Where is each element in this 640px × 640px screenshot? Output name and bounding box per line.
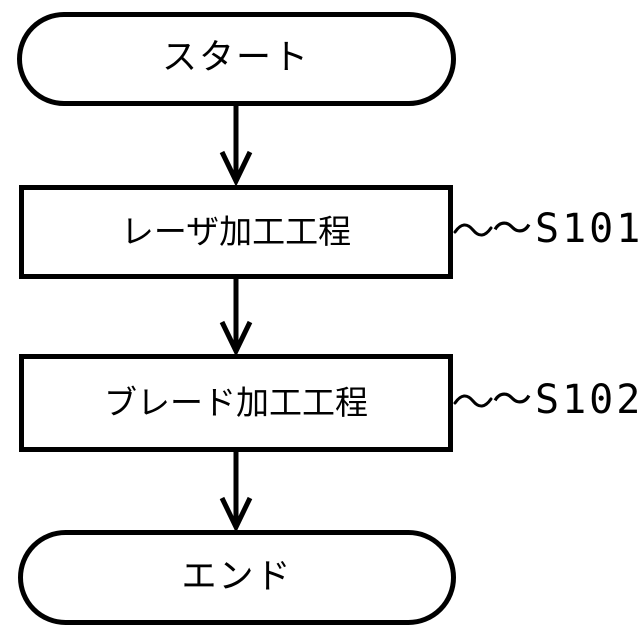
end-node-shape[interactable] bbox=[18, 530, 456, 625]
s101-step-label: 〜S101 bbox=[492, 206, 640, 252]
start-node-shape[interactable] bbox=[17, 12, 456, 106]
end-node-label: エンド bbox=[181, 557, 293, 597]
connector-start-to-s101-arrowhead bbox=[219, 150, 253, 187]
s101-node-label: レーザ加工工程 bbox=[120, 212, 352, 251]
connector-s102-to-end-arrowhead bbox=[219, 496, 253, 533]
s102-node-label: ブレード加工工程 bbox=[104, 383, 368, 422]
s101-step-leader-squiggle bbox=[453, 223, 493, 237]
s102-node-shape[interactable] bbox=[19, 354, 453, 452]
start-node-label: スタート bbox=[161, 38, 310, 78]
s101-node-shape[interactable] bbox=[19, 185, 453, 279]
connector-s101-to-s102-arrowhead bbox=[219, 320, 253, 357]
s102-step-leader-squiggle bbox=[453, 394, 493, 408]
s102-step-label: 〜S102 bbox=[492, 377, 640, 423]
